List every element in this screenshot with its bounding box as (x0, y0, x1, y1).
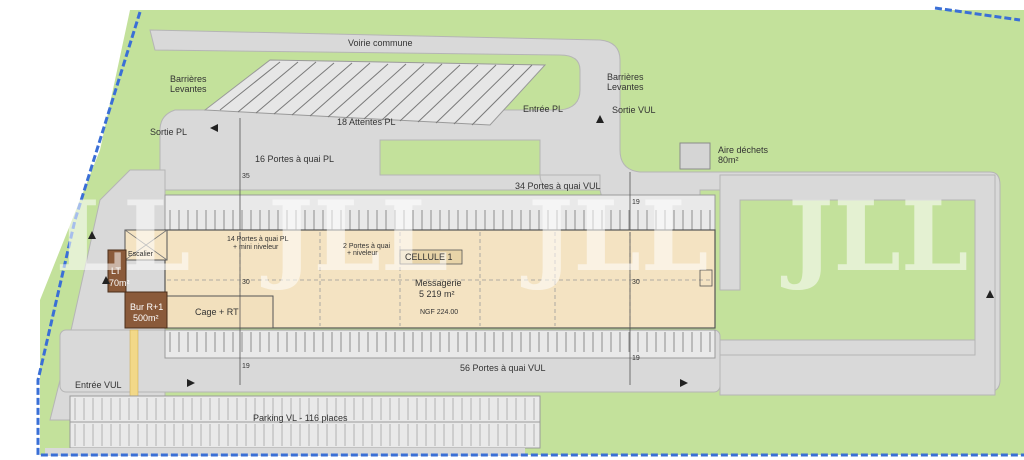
arrow-icon (88, 231, 96, 239)
label-aire-dechets-2: 80m² (718, 155, 739, 165)
watermark: JLL JLL JLL JLL (2, 180, 968, 293)
label-aire-dechets-1: Aire déchets (718, 145, 769, 155)
label-barrieres-left-1: Barrières (170, 74, 207, 84)
traffic-arrows (88, 115, 994, 387)
label-portes-16: 16 Portes à quai PL (255, 154, 334, 164)
bottom-road (45, 448, 525, 456)
watermark-text-4: JLL (780, 180, 968, 293)
lt-room (107, 249, 127, 293)
label-portes-2-1: 2 Portes à quai (343, 243, 391, 250)
label-bur-2: 500m² (133, 313, 159, 323)
label-messagerie-2: 5 219 m² (419, 289, 455, 299)
watermark-text-1: JLL (2, 180, 190, 293)
arrow-icon (596, 115, 604, 123)
property-boundary (36, 11, 1024, 457)
truck-stalls (219, 61, 533, 126)
label-portes-14-2: + mini niveleur (233, 244, 279, 251)
label-dim-35: 35 (242, 173, 250, 180)
label-portes-34: 34 Portes à quai VUL (515, 181, 601, 191)
stair-diagonal-2 (124, 229, 168, 261)
label-cage: Cage + RT (195, 307, 239, 317)
arrow-icon (680, 379, 688, 387)
plan-labels: Voirie commune Barrières Levantes Barriè… (75, 38, 769, 423)
bottom-dock-doors (169, 332, 711, 352)
dimension-lines (239, 118, 631, 385)
label-entree-pl: Entrée PL (523, 104, 563, 114)
arrow-icon (986, 290, 994, 298)
label-messagerie-1: Messagerie (415, 278, 462, 288)
label-portes-2-2: + niveleur (347, 250, 378, 257)
office-block (124, 291, 168, 329)
label-cellule: CELLULE 1 (405, 252, 453, 262)
label-dim-19-bottom-right: 19 (632, 355, 640, 362)
label-entree-vul: Entrée VUL (75, 380, 122, 390)
label-bur-1: Bur R+1 (130, 302, 163, 312)
watermark-text-3: JLL (520, 180, 708, 293)
label-dim-19-left: 19 (242, 363, 250, 370)
waste-area (679, 142, 711, 170)
label-portes-14-1: 14 Portes à quai PL (227, 236, 289, 243)
label-escalier: Escalier (128, 251, 154, 258)
watermark-text-2: JLL (260, 180, 448, 293)
label-barrieres-right-2: Levantes (607, 82, 644, 92)
label-ngf: NGF 224.00 (420, 309, 458, 316)
cage-rt-zone (164, 295, 274, 329)
cellule-box (399, 249, 463, 265)
top-dock-doors (169, 210, 711, 230)
label-attentes: 18 Attentes PL (337, 117, 396, 127)
label-dim-30-left: 30 (242, 279, 250, 286)
label-lt-2: 70m² (109, 278, 130, 288)
label-dim-30-right: 30 (632, 279, 640, 286)
label-sortie-pl: Sortie PL (150, 127, 187, 137)
label-barrieres-right-1: Barrières (607, 72, 644, 82)
arrow-icon (210, 124, 218, 132)
end-marker (699, 269, 713, 287)
parking-stalls (74, 398, 535, 446)
label-barrieres-left-2: Levantes (170, 84, 207, 94)
label-dim-19-top-right: 19 (632, 199, 640, 206)
arrow-icon (187, 379, 195, 387)
label-portes-56: 56 Portes à quai VUL (460, 363, 546, 373)
label-parking: Parking VL - 116 places (253, 413, 348, 423)
arrow-icon (102, 276, 110, 284)
property-boundary-ne (934, 6, 1021, 22)
label-voirie: Voirie commune (348, 38, 413, 48)
label-sortie-vul: Sortie VUL (612, 105, 656, 115)
label-lt-1: LT (111, 266, 121, 276)
